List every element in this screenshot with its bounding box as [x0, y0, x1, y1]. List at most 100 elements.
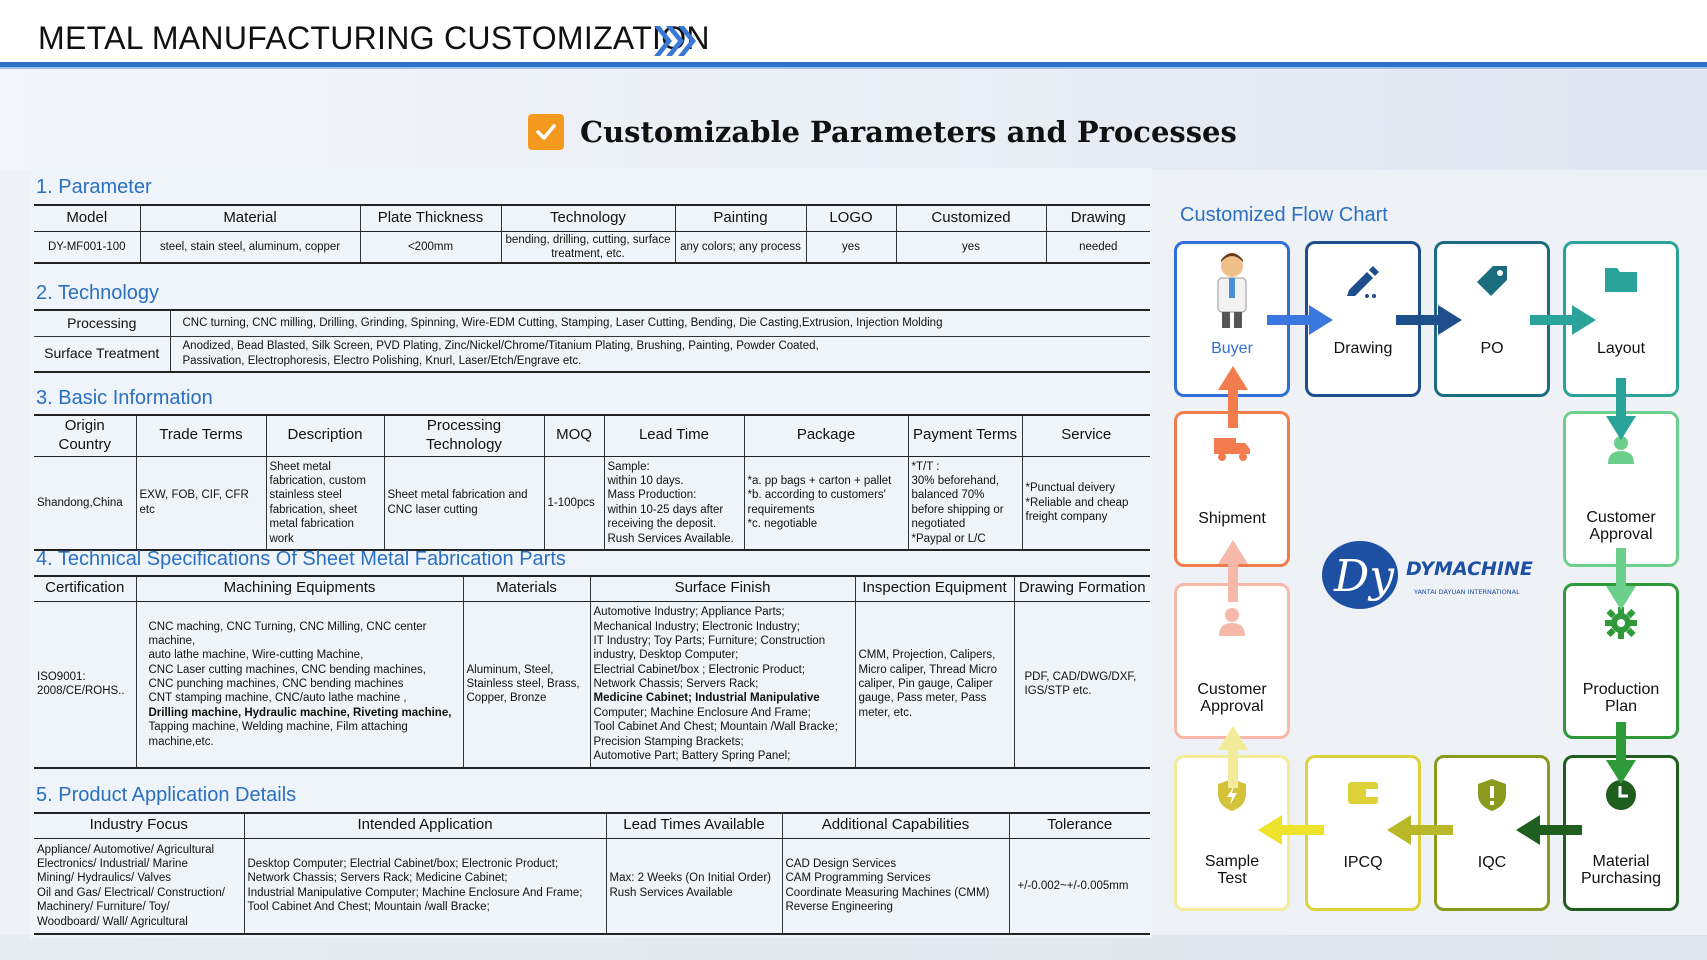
app-cell: CAD Design Services CAM Programming Serv… [782, 838, 1010, 935]
background-band [0, 70, 1707, 170]
basic-cell: *a. pp bags + carton + pallet *b. accord… [744, 456, 909, 551]
basic-header: Origin Country [34, 414, 137, 457]
tag-icon [1475, 264, 1509, 303]
specs-cell: CMM, Projection, Calipers, Micro caliper… [855, 601, 1015, 769]
flow-arrow-down [1606, 548, 1636, 615]
text-line: machine, [148, 634, 196, 647]
background-footer [0, 935, 1707, 960]
text-line: Medicine Cabinet; Industrial Manipulativ… [593, 692, 820, 705]
param-header: Customized [896, 204, 1047, 232]
flow-step-label: Sample Test [1204, 853, 1260, 887]
flow-step-label: PO [1480, 340, 1504, 357]
text-line: *Reliable and cheap [1025, 496, 1129, 509]
text-line: Appliance/ Automotive/ Agricultural [37, 843, 215, 856]
text-line: ISO9001: [37, 670, 86, 683]
text-line: auto lathe machine, Wire-cutting Machine… [148, 649, 364, 662]
left-panel [30, 168, 1152, 938]
checkbox-icon [528, 114, 564, 150]
text-line: *c. negotiable [747, 518, 818, 531]
text-line: Desktop Computer; Electrial Cabinet/box;… [247, 858, 559, 870]
section-parameter-title: 1. Parameter [36, 176, 152, 198]
text-line: requirements [747, 503, 815, 516]
text-line: *Paypal or L/C [911, 532, 986, 545]
text-line: CNC punching machines, CNC bending machi… [148, 678, 404, 691]
logo-brand: DYMACHINE [1406, 558, 1533, 580]
param-header: Drawing [1046, 204, 1150, 232]
flow-step-label: Shipment [1198, 510, 1266, 527]
truck-icon [1212, 434, 1252, 469]
param-header: Material [140, 204, 361, 232]
text-line: 2008/CE/ROHS.. [37, 685, 125, 698]
user-icon [1217, 606, 1247, 643]
flow-step-label: Customer Approval [1197, 681, 1267, 715]
specs-cell: Automotive Industry; Appliance Parts;Mec… [590, 601, 856, 769]
text-line: IT Industry; Toy Parts; Furniture; Const… [593, 634, 826, 647]
text-line: Precision Stamping Brackets; [593, 735, 744, 748]
text-line: Electrial Cabinet/box ; Electronic Produ… [593, 663, 806, 676]
basic-header: Service [1022, 414, 1150, 457]
flow-step: Customer Approval [1174, 583, 1290, 739]
header-rule [0, 62, 1707, 67]
text-line: balanced 70% [911, 489, 985, 502]
text-line: Micro caliper, Thread Micro [858, 663, 997, 676]
folder-icon [1603, 264, 1639, 299]
flow-arrow-left [1258, 815, 1324, 850]
chevron-right-icon [654, 26, 696, 56]
text-line: Machinery/ Furniture/ Toy/ [37, 901, 170, 914]
text-line: Coordinate Measuring Machines (CMM) [785, 886, 990, 899]
param-cell: steel, stain steel, aluminum, copper [140, 231, 361, 265]
flow-step-label: Customer Approval [1586, 509, 1656, 543]
flow-arrow-down [1606, 722, 1636, 789]
header-rule-light [0, 67, 1707, 69]
section-technology-title: 2. Technology [36, 282, 160, 304]
basic-cell: Sheet metal fabrication and CNC laser cu… [384, 456, 545, 551]
text-line: Aluminum, Steel, [466, 663, 554, 676]
text-line: Network Chassis; Servers Rack; [593, 678, 759, 691]
param-cell: any colors; any process [675, 231, 807, 265]
text-line: work [269, 532, 294, 545]
text-line: Drilling machine, Hydraulic machine, Riv… [148, 706, 452, 719]
pencil-icon [1343, 264, 1383, 303]
logo-subtitle: YANTAI DAYUAN INTERNATIONAL [1413, 588, 1520, 596]
text-line: meter, etc. [858, 706, 913, 719]
flow-arrow-right [1396, 305, 1462, 340]
text-line: PDF, CAD/DWG/DXF, [1024, 670, 1137, 683]
section-specs-title: 4. Technical Specifications Of Sheet Met… [36, 548, 566, 570]
basic-header: Processing Technology [384, 414, 545, 457]
basic-cell: 1-100pcs [544, 456, 605, 551]
text-line: within 10-25 days after [607, 503, 724, 516]
text-line: Mechanical Industry; Electronic Industry… [593, 620, 800, 633]
section-basic-title: 3. Basic Information [36, 387, 213, 409]
param-cell: yes [896, 231, 1047, 265]
header: METAL MANUFACTURING CUSTOMIZATION [0, 0, 1707, 69]
text-line: Network Chassis; Servers Rack; Medicine … [247, 872, 508, 885]
text-line: Max: 2 Weeks (On Initial Order) [609, 872, 771, 885]
text-line: Mass Production: [607, 489, 697, 502]
tech-value: Anodized, Bead Blasted, Silk Screen, PVD… [170, 336, 1150, 373]
shield-alert-icon [1477, 778, 1507, 817]
app-header: Tolerance [1009, 812, 1150, 839]
specs-header: Certification [34, 575, 137, 602]
section-application-title: 5. Product Application Details [36, 784, 297, 806]
specs-table: Certification Machining Equipments Mater… [34, 575, 1150, 769]
text-line: fabrication, custom [269, 475, 367, 487]
text-line: CNC Laser cutting machines, CNC bending … [148, 663, 426, 676]
flow-step-label: IQC [1477, 854, 1507, 871]
text-line: Oil and Gas/ Electrical/ Construction/ [37, 886, 225, 899]
param-cell: <200mm [360, 231, 502, 265]
wallet-icon [1346, 778, 1380, 811]
flow-arrow-up [1218, 366, 1248, 433]
specs-header: Inspection Equipment [855, 575, 1015, 602]
basic-header: Package [744, 414, 909, 457]
basic-cell: Sample: within 10 days. Mass Production:… [604, 456, 745, 551]
text-line: machine,etc. [148, 735, 214, 748]
basic-cell: EXW, FOB, CIF, CFR etc [136, 456, 267, 551]
subtitle-text: Customizable Parameters and Processes [580, 115, 1237, 149]
param-header: Plate Thickness [360, 204, 502, 232]
text-line: *a. pp bags + carton + pallet [747, 475, 892, 487]
clock-icon [1604, 778, 1638, 817]
text-line: 30% beforehand, [911, 475, 1000, 487]
tech-label: Surface Treatment [34, 336, 171, 373]
text-line: before shipping or [911, 503, 1004, 516]
